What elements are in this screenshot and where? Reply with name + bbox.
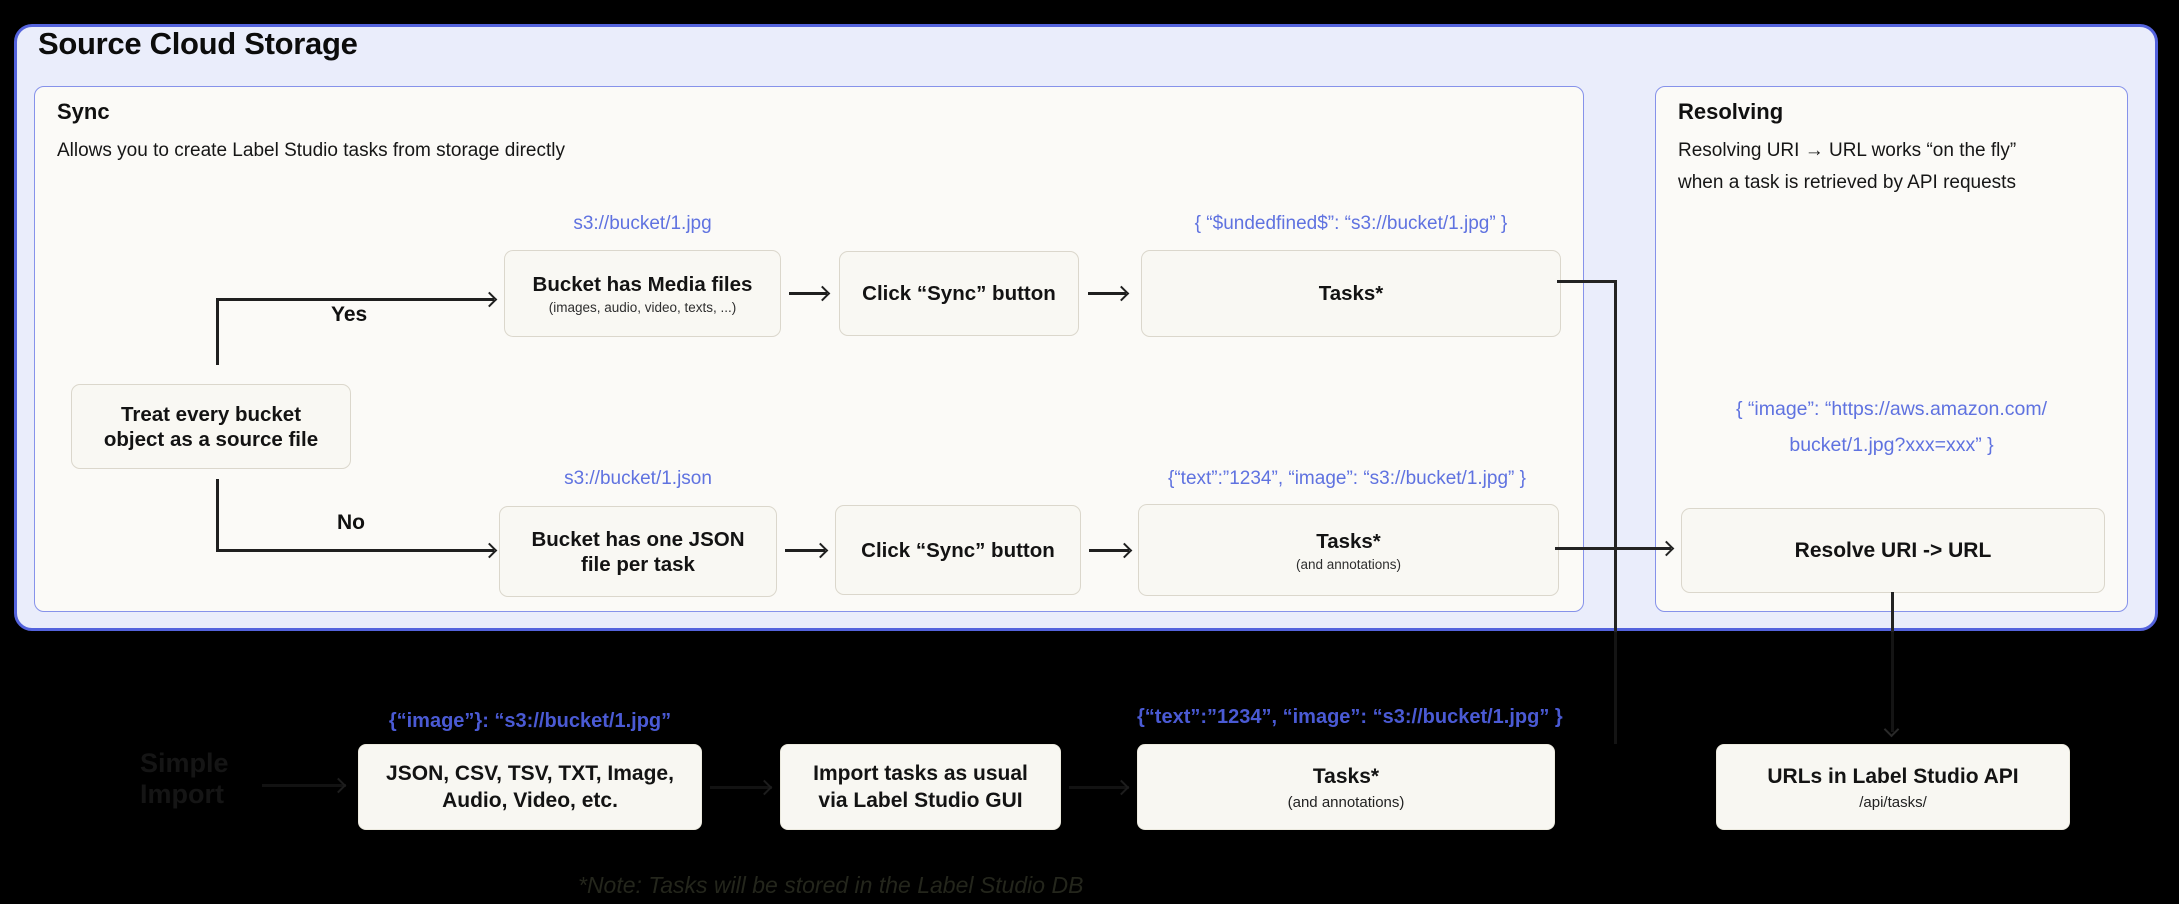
simple-import-faint-title: Simple Import <box>140 748 229 810</box>
json-tasks-node: Tasks* (and annotations) <box>1138 504 1559 596</box>
simple-import-line2: Import <box>140 779 224 809</box>
media-arrow1-line <box>789 292 827 295</box>
simple-import-line1: Simple <box>140 748 229 778</box>
media-step2-node: Click “Sync” button <box>839 251 1079 336</box>
formats-to-gui-arrow-line <box>710 786 772 789</box>
json-step1-title: Bucket has one JSON file per task <box>531 527 745 576</box>
formats-to-gui-arrowhead-icon <box>756 779 773 796</box>
media-arrow2-line <box>1088 292 1126 295</box>
bottom-tasks-subtitle: (and annotations) <box>1287 793 1405 811</box>
resolving-heading: Resolving <box>1678 99 1784 124</box>
api-urls-subtitle: /api/tasks/ <box>1859 793 1927 811</box>
yes-label: Yes <box>331 303 368 326</box>
tasks-to-resolve-hline <box>1555 547 1671 550</box>
json-result-json-label: {“text”:”1234”, “image”: “s3://bucket/1.… <box>1168 468 1526 489</box>
json-tasks-title: Tasks* <box>1316 529 1381 553</box>
json-step2-node: Click “Sync” button <box>835 505 1081 595</box>
resolved-url-json-line1: { “image”: “https://aws.amazon.com/ <box>1735 398 2048 420</box>
tasks-db-note: *Note: Tasks will be stored in the Label… <box>578 872 1084 898</box>
resolved-url-json-line2: bucket/1.jpg?xxx=xxx” } <box>1789 434 1994 456</box>
formats-node: JSON, CSV, TSV, TXT, Image, Audio, Video… <box>358 744 702 830</box>
api-urls-title: URLs in Label Studio API <box>1767 764 2019 788</box>
media-tasks-title: Tasks* <box>1318 282 1384 305</box>
no-branch-hline <box>216 549 494 552</box>
resolving-description-line2: when a task is retrieved by API requests <box>1678 172 2016 193</box>
bottom-tasks-node: Tasks* (and annotations) <box>1137 744 1555 830</box>
media-arrow1-head-icon <box>814 285 831 302</box>
media-step1-subtitle: (images, audio, video, texts, ...) <box>548 300 737 315</box>
decision-node: Treat every bucket object as a source fi… <box>71 384 351 469</box>
sync-heading: Sync <box>57 99 110 124</box>
json-step1-node: Bucket has one JSON file per task <box>499 506 777 597</box>
formats-line1: JSON, CSV, TSV, TXT, Image, <box>386 762 674 785</box>
yes-branch-hline <box>216 298 494 301</box>
bottom-tasks-title: Tasks* <box>1312 764 1380 788</box>
media-arrow2-head-icon <box>1113 285 1130 302</box>
simple-import-arrow-line <box>262 784 346 787</box>
gui-to-tasks-arrowhead-icon <box>1113 779 1130 796</box>
yes-branch-vline <box>216 299 219 365</box>
resolving-description-line1: Resolving URI → URL works “on the fly” <box>1678 140 2017 161</box>
resolve-down-arrowhead-icon <box>1883 721 1900 738</box>
json-arrow1-head-icon <box>812 542 829 559</box>
media-step2-label: Click “Sync” button <box>862 282 1056 305</box>
decision-node-label: Treat every bucket object as a source fi… <box>103 402 319 451</box>
resolving-panel: Resolving Resolving URI → URL works “on … <box>1655 86 2128 612</box>
media-step1-node: Bucket has Media files (images, audio, v… <box>504 250 781 337</box>
resolve-down-vline-hidden <box>1891 632 1894 732</box>
json-tasks-subtitle: (and annotations) <box>1295 556 1402 572</box>
tasks-connector-vline <box>1614 280 1617 632</box>
api-urls-node: URLs in Label Studio API /api/tasks/ <box>1716 744 2070 830</box>
json-arrow2-line <box>1089 549 1129 552</box>
resolved-url-json-label: { “image”: “https://aws.amazon.com/ buck… <box>1656 391 2127 463</box>
resolve-node: Resolve URI -> URL <box>1681 508 2105 593</box>
tasks-connector-hline <box>1557 280 1617 283</box>
resolve-node-label: Resolve URI -> URL <box>1794 539 1992 562</box>
page-title: Source Cloud Storage <box>38 26 358 61</box>
sync-description: Allows you to create Label Studio tasks … <box>57 140 565 161</box>
json-arrow2-head-icon <box>1116 542 1133 559</box>
yes-arrowhead-icon <box>481 291 498 308</box>
gui-import-node: Import tasks as usual via Label Studio G… <box>780 744 1061 830</box>
tasks-connector-vline-hidden <box>1614 632 1617 744</box>
no-branch-vline <box>216 479 219 551</box>
gui-import-line1: Import tasks as usual <box>813 762 1028 785</box>
simple-import-arrowhead-icon <box>330 777 347 794</box>
no-arrowhead-icon <box>481 542 498 559</box>
media-result-json-label: { “$undedfined$”: “s3://bucket/1.jpg” } <box>1194 213 1508 234</box>
resolving-description: Resolving URI → URL works “on the fly” w… <box>1678 135 2108 199</box>
bottom-tasks-json-label: {“text”:”1234”, “image”: “s3://bucket/1.… <box>1137 706 1563 728</box>
formats-json-label: {“image”}: “s3://bucket/1.jpg” <box>388 710 672 732</box>
json-uri-label: s3://bucket/1.json <box>564 468 712 489</box>
json-step2-label: Click “Sync” button <box>861 538 1055 562</box>
media-tasks-node: Tasks* <box>1141 250 1561 337</box>
gui-to-tasks-arrow-line <box>1069 786 1129 789</box>
media-uri-label: s3://bucket/1.jpg <box>573 213 712 234</box>
json-arrow1-line <box>785 549 825 552</box>
gui-import-line2: via Label Studio GUI <box>818 789 1023 812</box>
no-label: No <box>337 511 365 534</box>
formats-line2: Audio, Video, etc. <box>442 789 618 812</box>
resolve-down-vline <box>1891 592 1894 632</box>
sync-panel: Sync Allows you to create Label Studio t… <box>34 86 1584 612</box>
media-step1-title: Bucket has Media files <box>532 273 753 296</box>
